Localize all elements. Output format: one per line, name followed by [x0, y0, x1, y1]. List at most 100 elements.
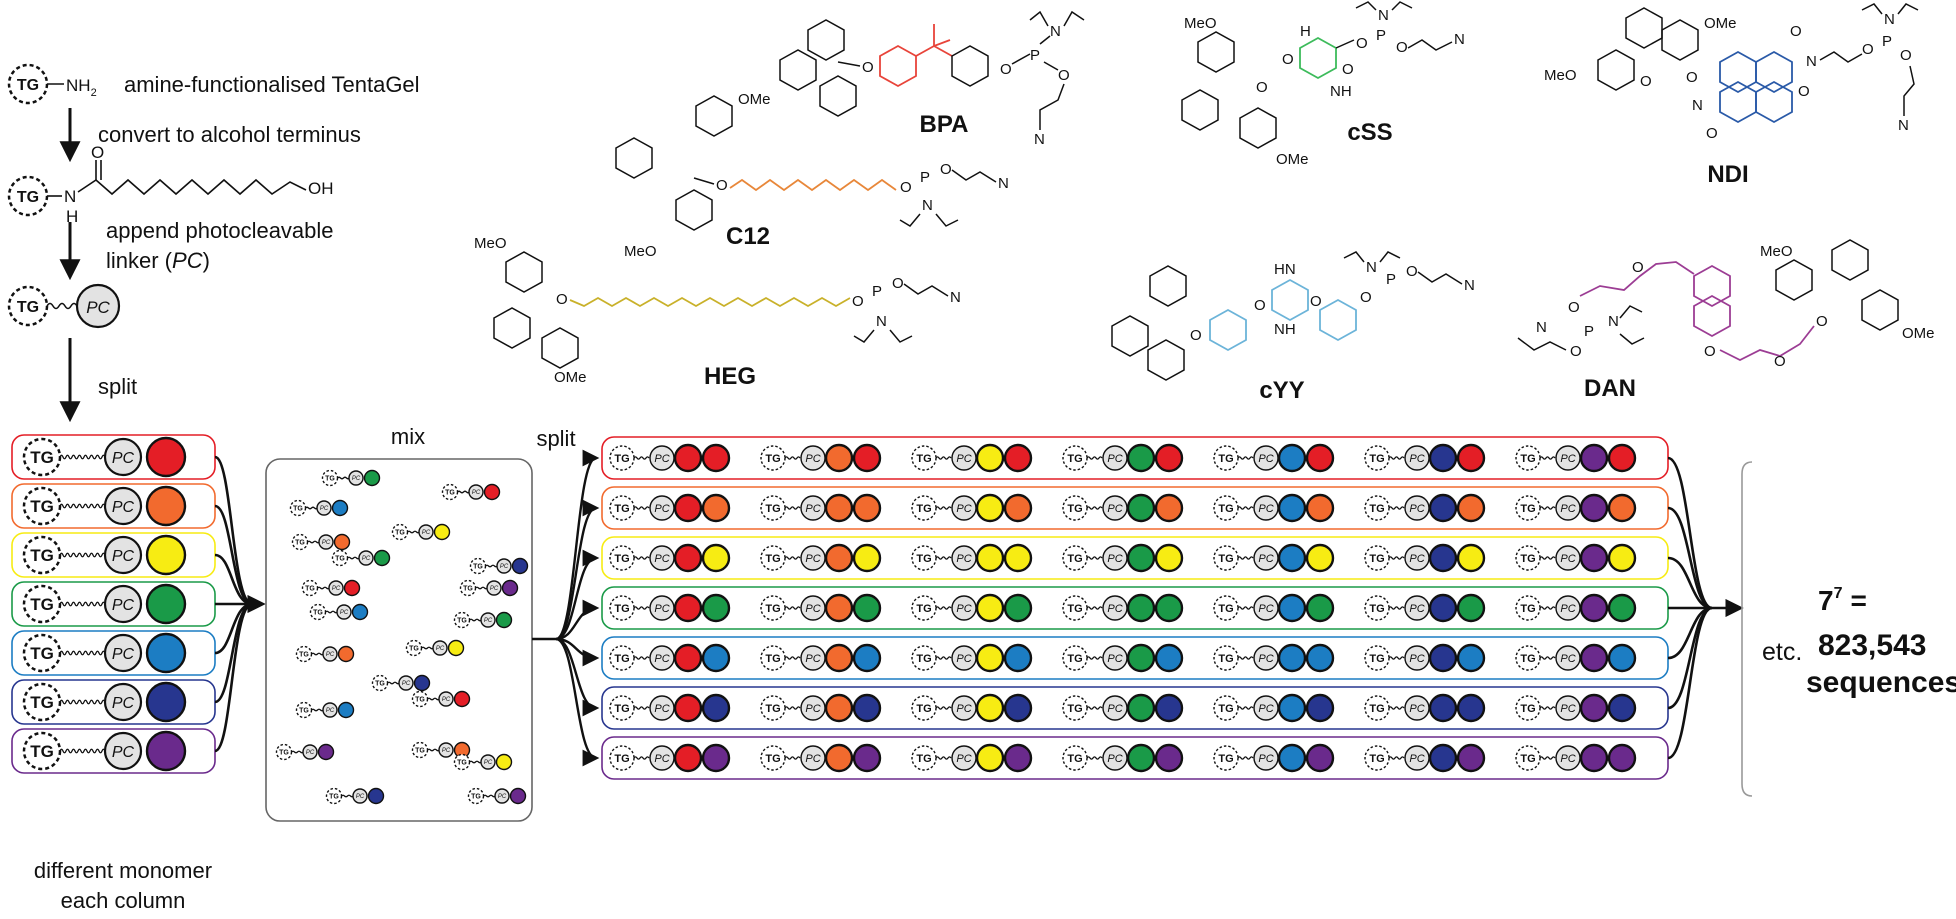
- tg-label: TG: [765, 653, 780, 665]
- monomer-bead-green: [1003, 593, 1033, 623]
- monomer-bead-orange: [824, 493, 854, 523]
- monomer-c12: OMe MeO O O P O N N C12: [615, 91, 1009, 260]
- monomer-bead-purple: [1579, 643, 1609, 673]
- monomer-bead-red: [1154, 443, 1184, 473]
- ndi-o-label: O: [1862, 41, 1874, 58]
- pc-label: PC: [1258, 553, 1273, 565]
- monomer-bead-yellow: [495, 753, 513, 771]
- linker-squiggle: [291, 750, 304, 754]
- monomer-bead-navy: [413, 674, 431, 692]
- ndi-o-label: O: [1798, 83, 1810, 100]
- monomer-bead-red: [673, 693, 703, 723]
- step-linker-label-1: append photocleavable: [106, 218, 334, 243]
- cyy-o-label: O: [1190, 327, 1202, 344]
- pc-label: PC: [1258, 653, 1273, 665]
- monomer-css: MeO OMe O H O O NH O P N O N cSS: [1181, 1, 1465, 168]
- pc-label: PC: [1560, 503, 1575, 515]
- bpa-ring: [951, 45, 989, 87]
- ndi-ring: [1755, 80, 1793, 124]
- tg-label: TG: [1067, 603, 1082, 615]
- pc-label: PC: [805, 753, 820, 765]
- pc-label: PC: [112, 597, 135, 614]
- monomer-bead-red: [1607, 443, 1637, 473]
- pc-label: PC: [956, 753, 971, 765]
- dan-p-label: P: [1584, 323, 1594, 340]
- tg-label: TG: [305, 586, 315, 593]
- pc-label: PC: [472, 490, 481, 496]
- monomer-bead-navy: [701, 693, 731, 723]
- monomer-bead-red: [701, 443, 731, 473]
- monomer-bead-red: [673, 543, 703, 573]
- step-split-label: split: [98, 374, 137, 399]
- pc-label: PC: [322, 540, 331, 546]
- pc-bead: [316, 500, 332, 516]
- linker-squiggle: [307, 540, 320, 544]
- monomer-bead-red: [483, 483, 501, 501]
- dan-label: DAN: [1584, 375, 1636, 402]
- monomer-bead-orange: [824, 693, 854, 723]
- ndi-label: NDI: [1707, 161, 1748, 188]
- pc-label: PC: [956, 553, 971, 565]
- css-o-label: O: [1342, 61, 1354, 78]
- pc-label: PC: [1409, 753, 1424, 765]
- css-p-label: P: [1376, 27, 1386, 44]
- result-summary: etc. 77= 823,543 sequences: [1741, 461, 1956, 797]
- linker-squiggle: [1086, 656, 1103, 660]
- linker-squiggle: [59, 699, 106, 705]
- linker-squiggle: [325, 610, 338, 614]
- alkyl-chain: [77, 178, 307, 196]
- monomer-bead-purple: [1579, 693, 1609, 723]
- tg-label: TG: [293, 506, 303, 513]
- monomer-bead-green: [1126, 593, 1156, 623]
- tg-label: TG: [1369, 753, 1384, 765]
- c12-p-label: P: [920, 169, 930, 186]
- tg-label: TG: [1067, 453, 1082, 465]
- pc-bead: [328, 580, 344, 596]
- linker-squiggle: [935, 706, 952, 710]
- pc-label: PC: [654, 503, 669, 515]
- monomer-bead-navy: [1428, 743, 1458, 773]
- tg-label: TG: [30, 693, 54, 712]
- monomer-bead-purple: [852, 743, 882, 773]
- tg-label: TG: [1218, 603, 1233, 615]
- monomer-bead-purple: [1154, 743, 1184, 773]
- monomer-bead-yellow: [975, 543, 1005, 573]
- tg-label: TG: [395, 530, 405, 537]
- pc-bead: [468, 484, 484, 500]
- linker-squiggle: [1539, 756, 1556, 760]
- trityl-ring: [807, 19, 845, 61]
- pc-label: PC: [356, 794, 365, 800]
- tg-label: TG: [614, 653, 629, 665]
- pc-label: PC: [1107, 603, 1122, 615]
- pc-label: PC: [326, 708, 335, 714]
- tg-label: TG: [17, 189, 39, 206]
- cyy-n-label: N: [1366, 259, 1377, 276]
- tg-label: TG: [614, 703, 629, 715]
- linker-squiggle: [347, 556, 360, 560]
- linker-squiggle: [1539, 506, 1556, 510]
- monomer-bead-purple: [1607, 743, 1637, 773]
- linker-squiggle: [407, 530, 420, 534]
- monomer-bead-navy: [1428, 443, 1458, 473]
